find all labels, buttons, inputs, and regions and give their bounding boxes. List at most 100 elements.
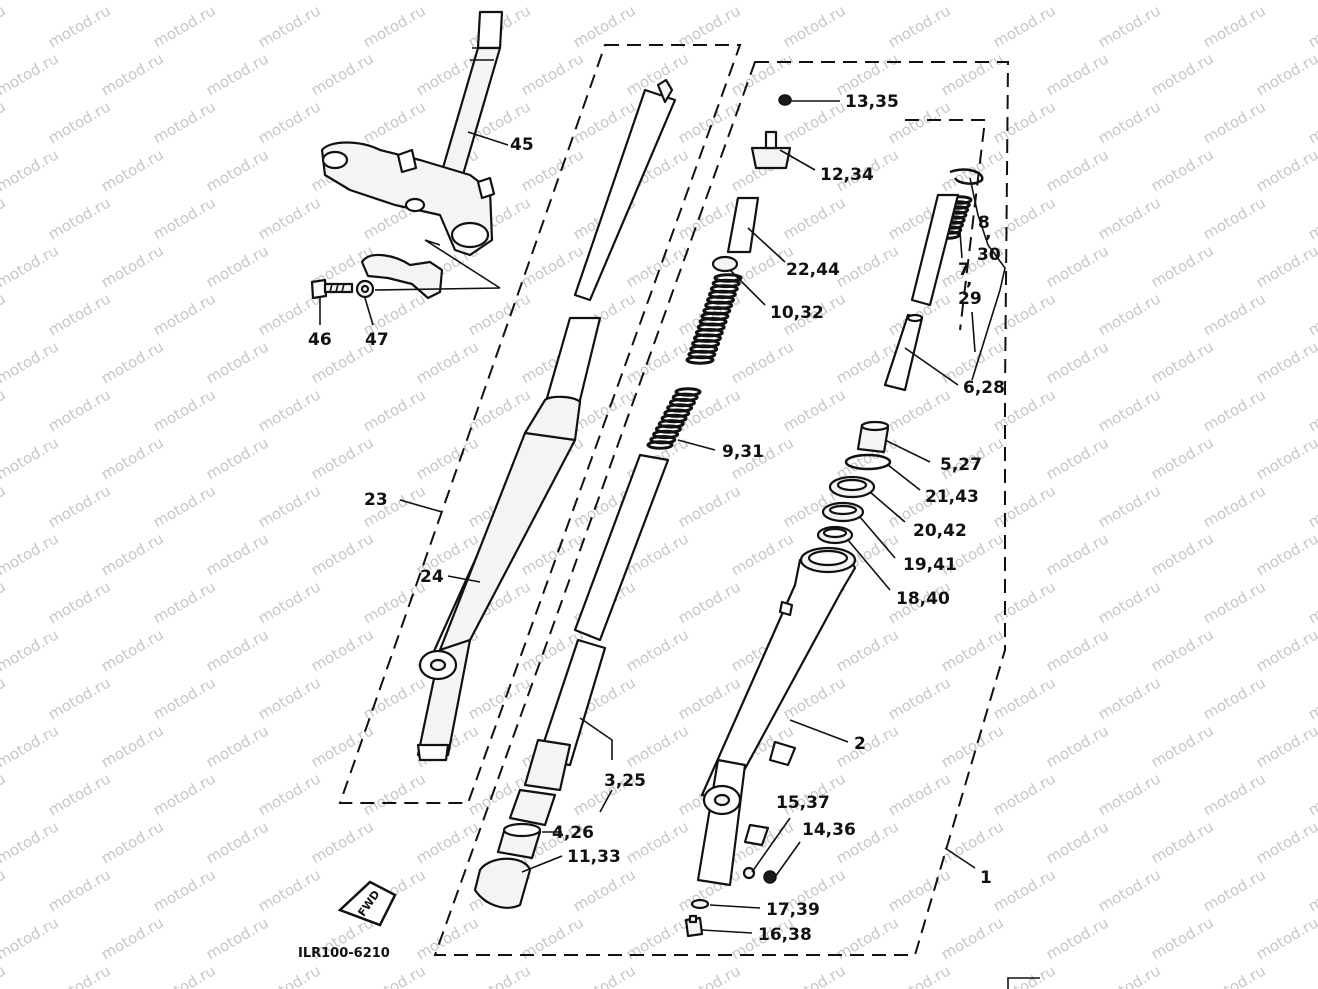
callout-24: 24 bbox=[420, 567, 444, 587]
watermark-text: motod.ru bbox=[990, 865, 1059, 915]
washer-seal-part bbox=[821, 501, 865, 523]
oil-seal-part bbox=[828, 475, 876, 499]
watermark-text: motod.ru bbox=[623, 721, 692, 771]
o-ring-part bbox=[778, 94, 792, 106]
watermark-text: motod.ru bbox=[1305, 289, 1318, 339]
corner-mark bbox=[1007, 977, 1040, 989]
watermark-text: motod.ru bbox=[990, 193, 1059, 243]
watermark-text: motod.ru bbox=[833, 721, 902, 771]
watermark-text: motod.ru bbox=[675, 1, 744, 51]
watermark-text: motod.ru bbox=[0, 241, 62, 291]
callout-19-41: 19,41 bbox=[903, 555, 957, 575]
watermark-text: motod.ru bbox=[1253, 529, 1318, 579]
leader-lines bbox=[319, 100, 1006, 934]
watermark-text: motod.ru bbox=[45, 577, 114, 627]
watermark-text: motod.ru bbox=[1148, 721, 1217, 771]
watermark-text: motod.ru bbox=[98, 913, 167, 963]
headlight-bracket-part bbox=[360, 253, 501, 300]
watermark-text: motod.ru bbox=[990, 97, 1059, 147]
callout-8-comma: , bbox=[985, 223, 991, 243]
watermark-text: motod.ru bbox=[150, 481, 219, 531]
watermark-text: motod.ru bbox=[98, 433, 167, 483]
watermark-text: motod.ru bbox=[780, 97, 849, 147]
watermark-text: motod.ru bbox=[45, 385, 114, 435]
watermark-text: motod.ru bbox=[98, 241, 167, 291]
watermark-text: motod.ru bbox=[465, 289, 534, 339]
watermark-text: motod.ru bbox=[203, 529, 272, 579]
watermark-text: motod.ru bbox=[360, 961, 429, 989]
watermark-text: motod.ru bbox=[1043, 0, 1112, 3]
outer-tube-left-part bbox=[416, 316, 602, 762]
watermark-text: motod.ru bbox=[0, 721, 62, 771]
oil-lock-piece-part bbox=[496, 822, 542, 860]
watermark-text: motod.ru bbox=[0, 385, 9, 435]
steering-stem-part bbox=[320, 10, 504, 289]
watermark-text: motod.ru bbox=[1200, 577, 1269, 627]
watermark-text: motod.ru bbox=[1043, 625, 1112, 675]
watermark-text: motod.ru bbox=[465, 961, 534, 989]
watermark-text: motod.ru bbox=[1253, 913, 1318, 963]
watermark-text: motod.ru bbox=[1305, 961, 1318, 989]
watermark-text: motod.ru bbox=[413, 433, 482, 483]
spring-seat-part bbox=[711, 255, 739, 273]
watermark-text: motod.ru bbox=[938, 625, 1007, 675]
watermark-text: motod.ru bbox=[1095, 1, 1164, 51]
watermark-text: motod.ru bbox=[938, 0, 1007, 3]
watermark-text: motod.ru bbox=[98, 529, 167, 579]
fork-spring-lower-part bbox=[646, 387, 702, 450]
watermark-text: motod.ru bbox=[308, 625, 377, 675]
watermark-text: motod.ru bbox=[203, 721, 272, 771]
watermark-text: motod.ru bbox=[0, 193, 9, 243]
retaining-clip-part bbox=[844, 453, 892, 471]
watermark-text: motod.ru bbox=[1148, 529, 1217, 579]
callout-45: 45 bbox=[510, 135, 534, 155]
watermark-text: motod.ru bbox=[780, 385, 849, 435]
watermark-text: motod.ru bbox=[1095, 193, 1164, 243]
watermark-text: motod.ru bbox=[833, 913, 902, 963]
watermark-text: motod.ru bbox=[1095, 961, 1164, 989]
watermark-text: motod.ru bbox=[1095, 577, 1164, 627]
watermark-text: motod.ru bbox=[1305, 577, 1318, 627]
callout-5-27: 5,27 bbox=[940, 455, 982, 475]
watermark-text: motod.ru bbox=[1095, 481, 1164, 531]
watermark-text: motod.ru bbox=[255, 769, 324, 819]
group-boundary-damper-rod bbox=[905, 119, 987, 331]
watermark-text: motod.ru bbox=[0, 0, 62, 3]
watermark-text: motod.ru bbox=[360, 97, 429, 147]
watermark-text: motod.ru bbox=[255, 673, 324, 723]
watermark-text: motod.ru bbox=[45, 97, 114, 147]
watermark-text: motod.ru bbox=[255, 385, 324, 435]
watermark-text: motod.ru bbox=[780, 193, 849, 243]
watermark-text: motod.ru bbox=[518, 0, 587, 3]
callout-14-36: 14,36 bbox=[802, 820, 856, 840]
watermark-text: motod.ru bbox=[675, 577, 744, 627]
group-boundary-fork-assembly bbox=[433, 61, 1010, 956]
watermark-text: motod.ru bbox=[990, 1, 1059, 51]
spacer-collar-part bbox=[726, 196, 760, 254]
watermark-text: motod.ru bbox=[0, 961, 9, 989]
callout-11-33: 11,33 bbox=[567, 847, 621, 867]
watermark-text: motod.ru bbox=[518, 49, 587, 99]
watermark-text: motod.ru bbox=[1043, 49, 1112, 99]
watermark-text: motod.ru bbox=[0, 577, 9, 627]
watermark-text: motod.ru bbox=[255, 481, 324, 531]
watermark-text: motod.ru bbox=[675, 961, 744, 989]
watermark-text: motod.ru bbox=[413, 337, 482, 387]
watermark-text: motod.ru bbox=[150, 289, 219, 339]
watermark-text: motod.ru bbox=[1043, 337, 1112, 387]
watermark-text: motod.ru bbox=[0, 49, 62, 99]
callout-13-35: 13,35 bbox=[845, 92, 899, 112]
watermark-text: motod.ru bbox=[1305, 97, 1318, 147]
watermark-text: motod.ru bbox=[150, 385, 219, 435]
callout-23: 23 bbox=[364, 490, 388, 510]
watermark-text: motod.ru bbox=[1253, 433, 1318, 483]
fwd-direction-badge: FWD bbox=[337, 880, 397, 927]
watermark-text: motod.ru bbox=[360, 385, 429, 435]
watermark-text: motod.ru bbox=[1200, 193, 1269, 243]
callout-29: 29 bbox=[958, 289, 982, 309]
watermark-text: motod.ru bbox=[0, 817, 62, 867]
watermark-text: motod.ru bbox=[990, 673, 1059, 723]
watermark-text: motod.ru bbox=[203, 0, 272, 3]
watermark-text: motod.ru bbox=[98, 817, 167, 867]
